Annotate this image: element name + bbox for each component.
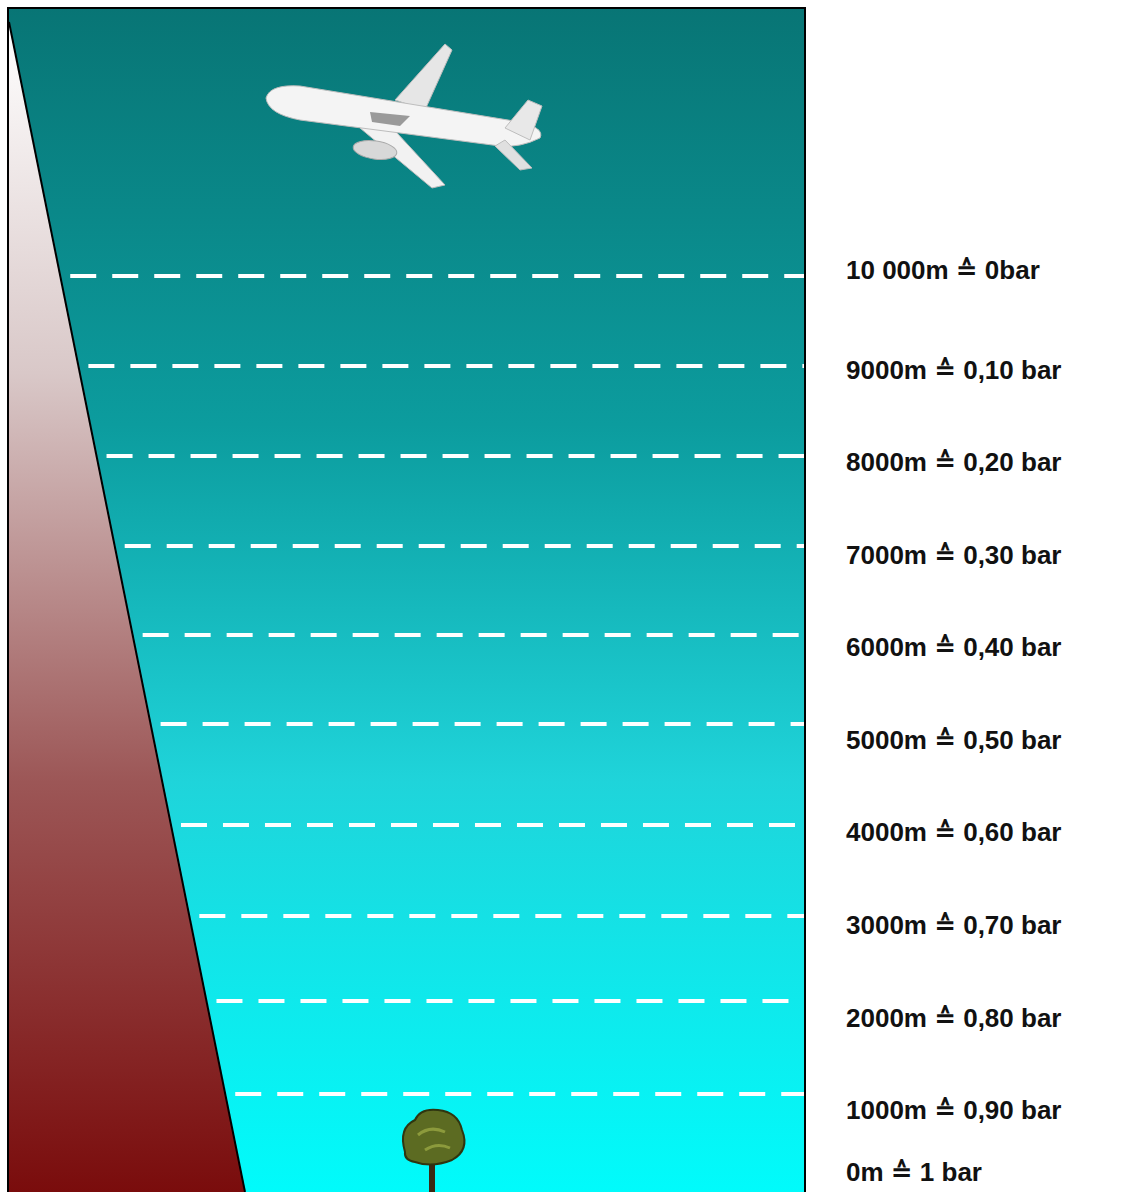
- altitude-label: 6000m ≙ 0,40 bar: [846, 633, 1061, 662]
- altitude-line: [199, 914, 804, 918]
- altitude-line: [181, 823, 804, 827]
- sky-panel: [8, 8, 805, 1192]
- altitude-line: [125, 544, 804, 548]
- altitude-label: 5000m ≙ 0,50 bar: [846, 726, 1061, 755]
- altitude-label: 8000m ≙ 0,20 bar: [846, 448, 1061, 477]
- altitude-label: 3000m ≙ 0,70 bar: [846, 911, 1061, 940]
- altitude-line: [235, 1092, 804, 1096]
- tree: [403, 1110, 465, 1192]
- altitude-line: [88, 364, 804, 368]
- altitude-line: [216, 999, 804, 1003]
- altitude-label: 2000m ≙ 0,80 bar: [846, 1004, 1061, 1033]
- altitude-lines: [70, 276, 804, 1094]
- altitude-label: 0m ≙ 1 bar: [846, 1158, 982, 1187]
- altitude-label: 1000m ≙ 0,90 bar: [846, 1096, 1061, 1125]
- altitude-line: [107, 454, 804, 458]
- altitude-label: 10 000m ≙ 0bar: [846, 256, 1040, 285]
- altitude-label: 4000m ≙ 0,60 bar: [846, 818, 1061, 847]
- altitude-line: [70, 274, 804, 278]
- pressure-wedge: [9, 22, 245, 1192]
- altitude-line: [143, 633, 804, 637]
- airplane: [266, 44, 542, 188]
- altitude-label: 9000m ≙ 0,10 bar: [846, 356, 1061, 385]
- altitude-label: 7000m ≙ 0,30 bar: [846, 541, 1061, 570]
- wedge-edge: [9, 22, 245, 1192]
- altitude-line: [161, 722, 804, 726]
